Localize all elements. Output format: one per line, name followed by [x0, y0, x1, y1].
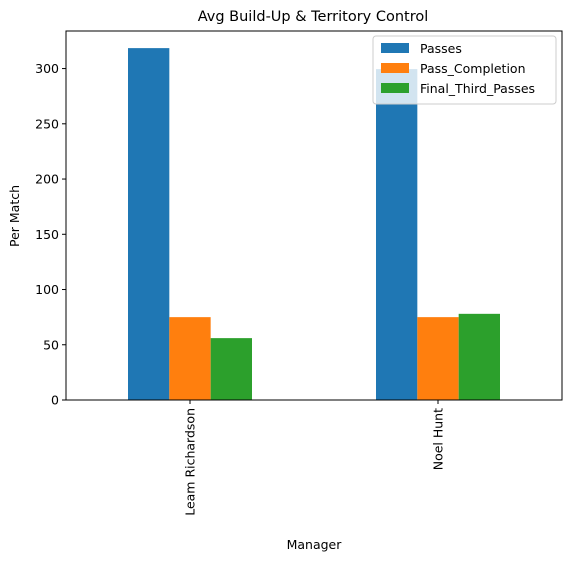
y-tick-label: 200	[35, 172, 59, 187]
plot-area-frame	[65, 30, 563, 401]
y-tick-label: 0	[51, 393, 59, 408]
y-axis-label: Per Match	[7, 185, 22, 247]
x-axis: Leam Richardson Noel Hunt	[183, 400, 446, 516]
legend-label-passes: Passes	[420, 41, 462, 56]
bar-passes-1	[376, 69, 418, 401]
bar-final-third-passes-1	[458, 313, 500, 400]
legend-label-pass-completion: Pass_Completion	[420, 61, 526, 76]
y-tick-label: 50	[43, 337, 59, 352]
y-tick-label: 300	[35, 61, 59, 76]
bar-pass-completion-1	[417, 317, 459, 400]
y-tick-label: 150	[35, 227, 59, 242]
bar-passes-0	[128, 48, 170, 401]
chart-title: Avg Build-Up & Territory Control	[198, 9, 429, 25]
bar-final-third-passes-0	[210, 338, 252, 400]
y-tick-label: 100	[35, 282, 59, 297]
bar-pass-completion-0	[169, 317, 211, 400]
y-axis: 0 50 100 150 200 250 300	[35, 61, 66, 408]
x-tick-label: Noel Hunt	[431, 408, 446, 470]
legend-swatch-final-third-passes	[381, 83, 409, 93]
x-tick-label: Leam Richardson	[183, 408, 198, 516]
y-tick-label: 250	[35, 116, 59, 131]
legend-box	[372, 35, 557, 105]
x-axis-label: Manager	[287, 537, 343, 552]
legend-swatch-pass-completion	[381, 63, 409, 73]
bars-group	[128, 48, 500, 401]
legend-swatch-passes	[381, 43, 409, 53]
legend-label-final-third-passes: Final_Third_Passes	[420, 81, 535, 96]
